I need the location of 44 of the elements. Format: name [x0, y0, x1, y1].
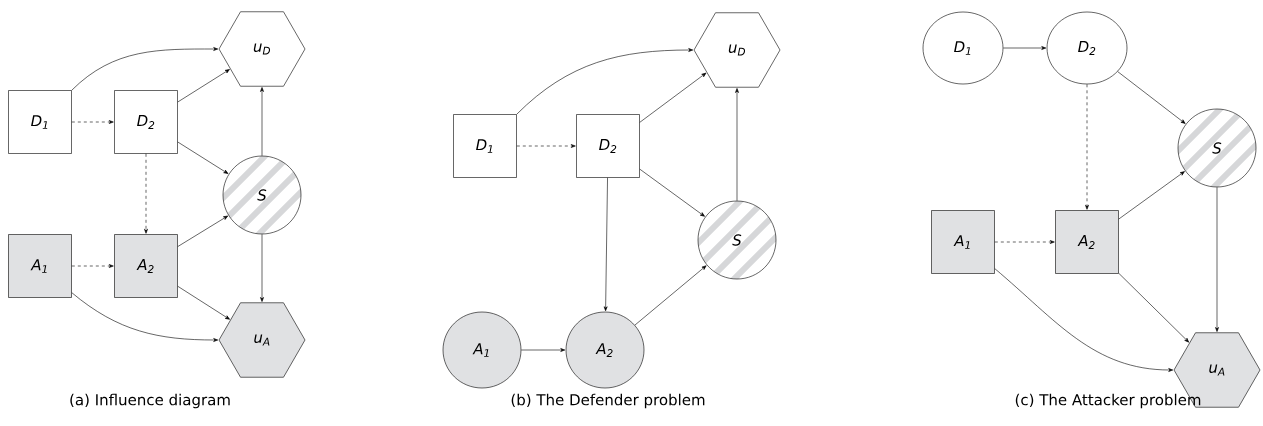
square-node: A$_{2}$: [1055, 210, 1119, 274]
square-node: D$_{1}$: [453, 114, 517, 178]
square-node: D$_{1}$: [8, 90, 72, 154]
dashed-arrow: [994, 240, 1055, 244]
arrow: [603, 177, 608, 312]
square-node: A$_{1}$: [8, 234, 72, 298]
arrow: [1003, 46, 1047, 50]
dashed-arrow: [1085, 84, 1089, 210]
arrow: [1118, 273, 1190, 343]
dashed-arrow: [516, 144, 576, 148]
caption: (b) The Defender problem: [511, 393, 705, 409]
arrow: [1215, 187, 1219, 332]
arrow: [634, 265, 707, 326]
hexagon-node: u$_{D}$: [693, 12, 781, 88]
dashed-arrow: [144, 153, 148, 234]
arrow: [71, 292, 219, 342]
arrow: [639, 72, 707, 123]
circle-node: D$_{2}$: [1046, 11, 1128, 85]
square-node: D$_{2}$: [114, 90, 178, 154]
caption: (a) Influence diagram: [70, 393, 230, 409]
arrow: [521, 348, 566, 352]
arrow: [177, 69, 230, 103]
square-node: A$_{1}$: [931, 210, 995, 274]
circle-node: A$_{1}$: [442, 311, 522, 389]
arrow: [1117, 71, 1186, 124]
hexagon-node: u$_{A}$: [218, 302, 306, 378]
arrow: [994, 268, 1174, 372]
arrow: [177, 215, 229, 247]
dashed-arrow: [71, 120, 114, 124]
dashed-arrow: [71, 264, 114, 268]
circle-node: A$_{2}$: [565, 311, 645, 389]
arrow: [735, 88, 739, 201]
arrow: [1118, 171, 1185, 220]
arrow: [639, 168, 705, 217]
arrow: [260, 234, 264, 302]
square-node: D$_{2}$: [576, 114, 640, 178]
arrow: [71, 47, 219, 91]
arrow: [177, 285, 230, 320]
square-node: A$_{2}$: [114, 234, 178, 298]
hexagon-node: u$_{D}$: [218, 11, 306, 87]
arrow: [177, 141, 229, 174]
arrow: [516, 48, 694, 115]
arrow: [260, 87, 264, 156]
circle-node: D$_{1}$: [922, 11, 1004, 85]
